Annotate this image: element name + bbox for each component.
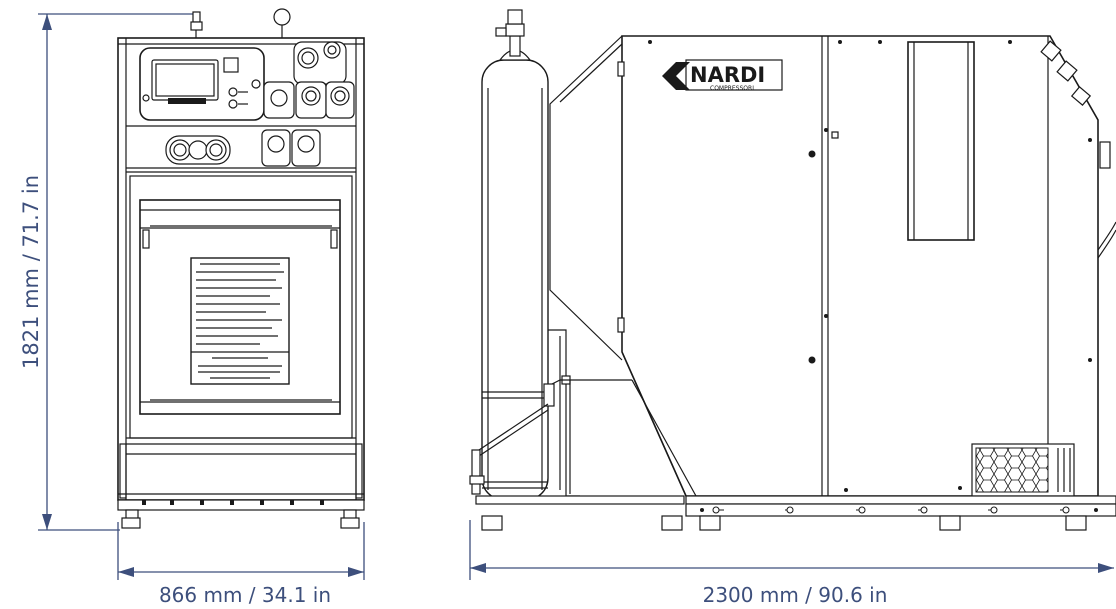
- height-label: 1821 mm / 71.7 in: [19, 175, 43, 369]
- gauge-cluster: [263, 41, 355, 119]
- front-width-label: 866 mm / 34.1 in: [159, 583, 331, 607]
- side-vent-grille: [971, 443, 1075, 497]
- warning-label: [190, 257, 290, 385]
- compressor-housing: NARDI COMPRESSORI: [549, 35, 1116, 497]
- front-feet: [121, 509, 360, 529]
- front-door: [139, 199, 341, 415]
- outlet-connectors: [165, 129, 321, 167]
- height-dimension: 1821 mm / 71.7 in: [19, 13, 195, 531]
- brand-name: NARDI: [690, 63, 765, 87]
- side-length-label: 2300 mm / 90.6 in: [703, 583, 888, 607]
- top-gauge-icon: [273, 8, 291, 38]
- front-width-dimension: 866 mm / 34.1 in: [117, 522, 365, 607]
- base-rail: [475, 495, 1116, 531]
- panel-indicator-1: [228, 87, 238, 97]
- top-valve-icon: [190, 11, 203, 38]
- nardi-logo: NARDI COMPRESSORI: [662, 59, 783, 92]
- panel-indicator-2: [228, 99, 238, 109]
- side-view: NARDI COMPRESSORI: [469, 9, 1116, 531]
- control-panel: [139, 47, 265, 121]
- side-length-dimension: 2300 mm / 90.6 in: [469, 520, 1114, 607]
- side-top-fittings: [1040, 40, 1111, 169]
- brand-sub: COMPRESSORI: [710, 85, 754, 92]
- gas-cylinder: [481, 9, 549, 501]
- front-view: [117, 8, 365, 529]
- display-button: [223, 57, 239, 73]
